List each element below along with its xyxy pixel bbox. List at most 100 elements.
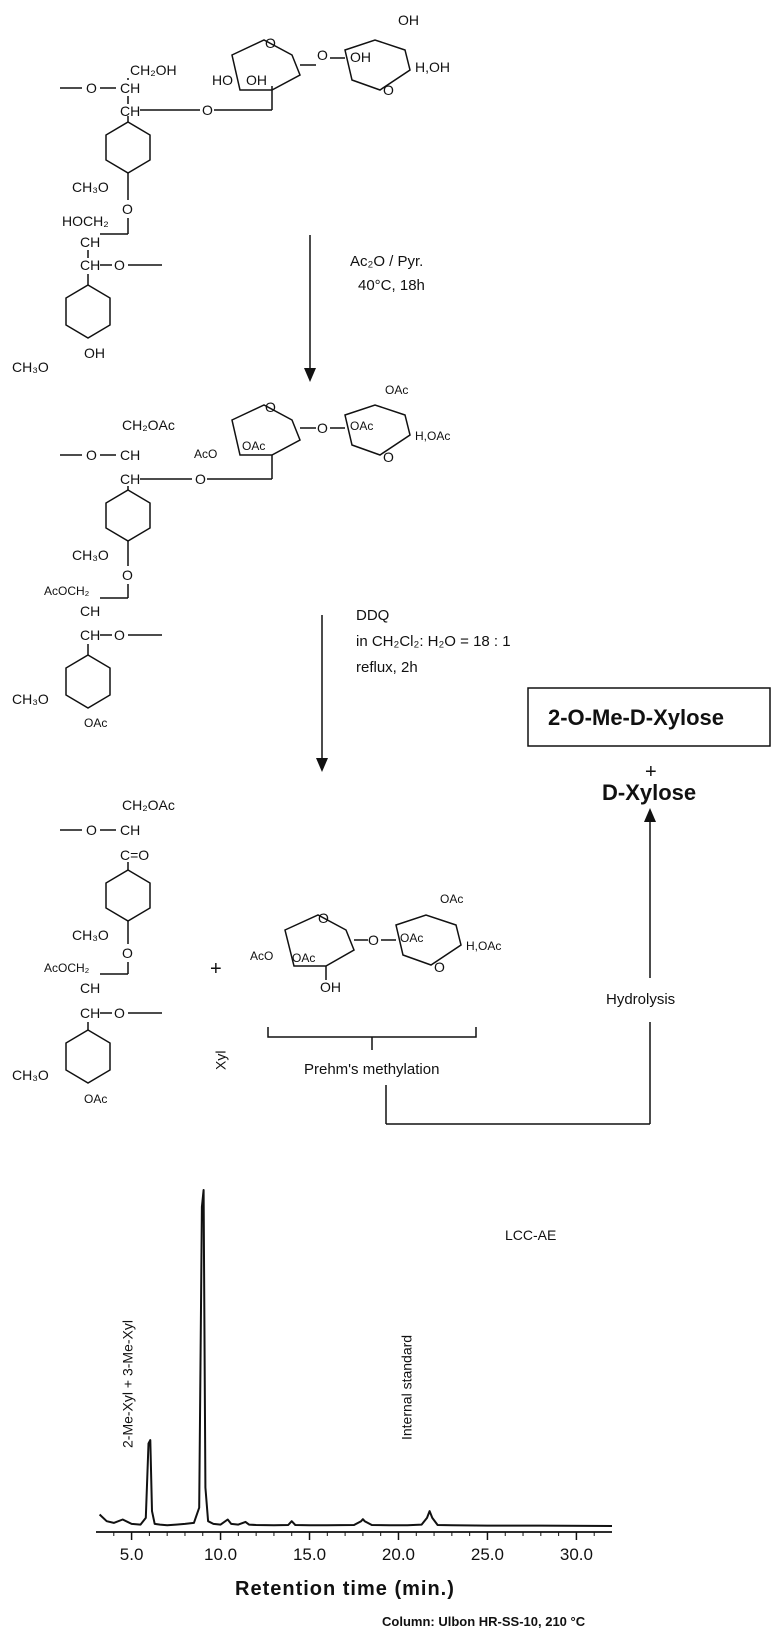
methylation-label: Prehm's methylation <box>304 1061 439 1078</box>
s2-aromatic-2 <box>65 654 111 709</box>
peak-label: Xyl <box>213 1051 229 1070</box>
s1-ch3o: CH₃O <box>72 179 109 195</box>
x-tick-label: 25.0 <box>471 1545 504 1564</box>
product-box <box>527 687 771 747</box>
s2-o-right: O <box>114 627 125 643</box>
s3-o-right: O <box>114 1005 125 1021</box>
s1-ring-a <box>231 39 301 91</box>
s2-acoch2: AcOCH₂ <box>44 584 90 598</box>
s2-ring-b-hoac: H,OAc <box>415 429 450 443</box>
s2-o-ether: O <box>122 567 133 583</box>
sp-ring-a-oac: OAc <box>292 951 315 965</box>
x-tick-label: 10.0 <box>204 1545 237 1564</box>
s3-ch2oac: CH₂OAc <box>122 797 175 813</box>
s1-o-right: O <box>114 257 125 273</box>
s2-o-left: O <box>86 447 97 463</box>
s1-ch-second: CH <box>120 103 140 119</box>
s1-ch-top: CH <box>120 80 140 96</box>
s1-ring-b-o: O <box>383 82 394 98</box>
s1-ring-b-hoh: H,OH <box>415 59 450 75</box>
s3-co: C=O <box>120 847 149 863</box>
s2-ring-b-o: O <box>383 449 394 465</box>
sp-ring-a <box>284 914 355 967</box>
sp-ring-a-aco: AcO <box>250 949 273 963</box>
sp-ring-b-oac: OAc <box>400 931 423 945</box>
sp-ring-b-hoac: H,OAc <box>466 939 501 953</box>
s2-ring-a-o: O <box>265 399 276 415</box>
sugar-product: O AcO OAc OH O OAc OAc H,OAc O <box>250 892 501 995</box>
sp-glyc-o: O <box>368 932 379 948</box>
s3-acoch2: AcOCH₂ <box>44 961 90 975</box>
sp-ring-b-oac-top: OAc <box>440 892 463 906</box>
product-second: D-Xylose <box>602 780 696 805</box>
flow-arrowhead <box>644 808 656 822</box>
s3-oac-bottom: OAc <box>84 1092 107 1106</box>
arrow-step-2-head <box>316 758 328 772</box>
arrow-step-1-head <box>304 368 316 382</box>
s3-ch3o: CH₃O <box>72 927 109 943</box>
s1-ring-a-o: O <box>265 35 276 51</box>
s1-o-link: O <box>202 102 213 118</box>
s2-ch-third: CH <box>80 603 100 619</box>
s1-o-ether: O <box>122 201 133 217</box>
s2-ring-a-aco: AcO <box>194 447 217 461</box>
s2-o-link: O <box>195 471 206 487</box>
structure-3: CH₂OAc O CH C=O CH₃O O AcOCH₂ CH CH O CH… <box>12 797 175 1106</box>
s1-aromatic-2 <box>65 284 111 339</box>
chromatogram-trace <box>98 1189 613 1527</box>
s1-o-left: O <box>86 80 97 96</box>
s2-ch-fourth: CH <box>80 627 100 643</box>
structure-2: CH₂OAc O CH CH O O OAc AcO O OAc OAc H,O… <box>12 383 450 730</box>
x-tick-label: 20.0 <box>382 1545 415 1564</box>
s3-o-ether: O <box>122 945 133 961</box>
s2-ring-a <box>231 404 301 456</box>
s2-ring-a-oac: OAc <box>242 439 265 453</box>
step2-conditions: reflux, 2h <box>356 659 418 676</box>
product-box-text: 2-O-Me-D-Xylose <box>548 705 724 730</box>
s1-ring-a-ho: HO <box>212 72 233 88</box>
peak-label: 2-Me-Xyl + 3-Me-Xyl <box>119 1320 135 1448</box>
column-note: Column: Ulbon HR-SS-10, 210 °C <box>382 1614 586 1629</box>
s3-ch-top: CH <box>120 822 140 838</box>
s3-ch-fourth: CH <box>80 1005 100 1021</box>
s1-ring-b <box>344 39 411 91</box>
step1-reagent: Ac₂O / Pyr. <box>350 253 423 270</box>
s1-ch-third: CH <box>80 234 100 250</box>
chromatogram-plot: 5.0 10.0 15.0 20.0 25.0 30.0 2-Me-Xyl + 3-Me-X… <box>96 1051 613 1564</box>
s2-ring-b-oac-top: OAc <box>385 383 408 397</box>
x-tick-label: 5.0 <box>120 1545 144 1564</box>
step1-conditions: 40°C, 18h <box>358 277 425 294</box>
structure-1: CH₂OH O CH CH O O OH HO O OH OH H,OH O C… <box>12 12 450 375</box>
plus-sign: + <box>210 958 222 980</box>
x-tick-label: 15.0 <box>293 1545 326 1564</box>
x-tick-label: 30.0 <box>560 1545 593 1564</box>
peak-label: Internal standard <box>399 1335 415 1440</box>
product-plus: + <box>645 761 657 783</box>
s1-ch3o-2: CH₃O <box>12 359 49 375</box>
s3-ch-third: CH <box>80 980 100 996</box>
s2-oac-bottom: OAc <box>84 716 107 730</box>
s2-ch-top: CH <box>120 447 140 463</box>
s1-ring-b-oh: OH <box>350 49 371 65</box>
s2-ch-second: CH <box>120 471 140 487</box>
s1-glyc-o: O <box>317 47 328 63</box>
s2-ch2oac: CH₂OAc <box>122 417 175 433</box>
s3-aromatic-2 <box>65 1029 111 1084</box>
s2-glyc-o: O <box>317 420 328 436</box>
s1-oh-bottom: OH <box>84 345 105 361</box>
sp-ring-b <box>395 914 462 966</box>
sample-label: LCC-AE <box>505 1227 556 1243</box>
s3-ch3o-2: CH₃O <box>12 1067 49 1083</box>
hydrolysis-label: Hydrolysis <box>606 991 675 1008</box>
x-axis-title: Retention time (min.) <box>235 1578 455 1600</box>
sp-ring-a-o: O <box>318 910 329 926</box>
s1-ch2oh: CH₂OH <box>130 62 177 78</box>
s1-ring-a-oh: OH <box>246 72 267 88</box>
s2-ring-b <box>344 404 411 456</box>
s1-hoch2: HOCH₂ <box>62 213 109 229</box>
step2-reagent: DDQ <box>356 607 389 624</box>
step2-solvent: in CH₂Cl₂: H₂O = 18 : 1 <box>356 633 511 650</box>
sp-ring-a-oh: OH <box>320 979 341 995</box>
